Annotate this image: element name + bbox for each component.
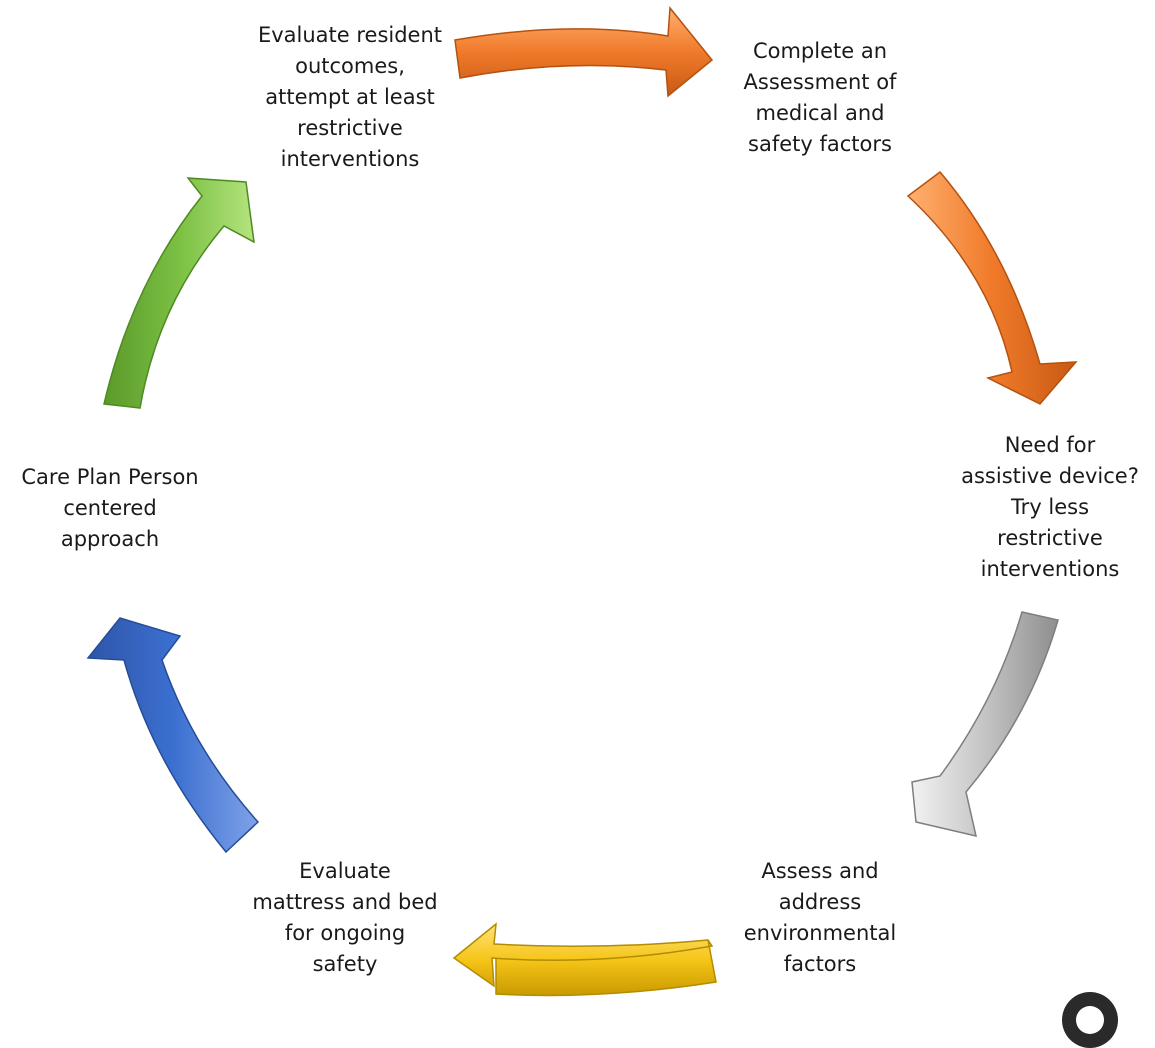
- step-evaluate-mattress-bed: Evaluate mattress and bed for ongoing sa…: [252, 859, 438, 976]
- cycle-arrow: [911, 611, 1059, 838]
- step-evaluate-resident-outcomes: Evaluate resident outcomes, attempt at l…: [257, 23, 443, 171]
- step-need-assistive-device: Need for assistive device? Try less rest…: [961, 433, 1139, 581]
- cycle-arrow: [454, 6, 714, 98]
- cycle-diagram: [86, 6, 1078, 997]
- step-complete-assessment: Complete an Assessment of medical and sa…: [743, 39, 897, 156]
- step-care-plan-person-centered: Care Plan Person centered approach: [21, 465, 199, 551]
- cycle-arrow: [103, 177, 255, 409]
- corner-badge-icon: [1062, 992, 1118, 1048]
- cycle-arrow: [906, 170, 1078, 405]
- cycle-arrow: [452, 922, 717, 997]
- badge-center: [1076, 1006, 1104, 1034]
- step-assess-environmental-factors: Assess and address environmental factors: [743, 859, 897, 976]
- cycle-arrow: [86, 617, 260, 854]
